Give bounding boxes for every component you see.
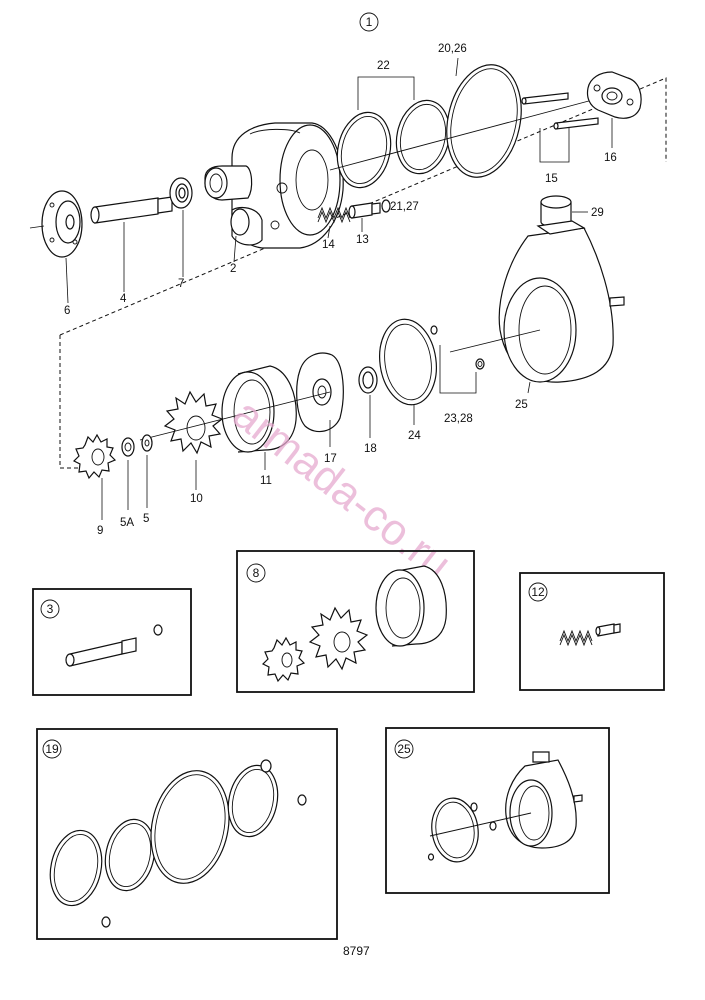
- callout-13: 13: [356, 234, 369, 246]
- part-small-o-ring: [381, 199, 391, 213]
- callout-4: 4: [120, 293, 127, 305]
- callout-leaders: [65, 210, 363, 304]
- callout-10: 10: [190, 493, 203, 505]
- part-pressure-plate: [296, 352, 344, 447]
- part-reservoir: [449, 220, 625, 394]
- part-dowel-pins: [521, 92, 599, 163]
- callout-labels: 22 20,26 16 15 21,27 29 13 14 2 4 7 6 25…: [64, 43, 617, 537]
- callout-2: 2: [230, 263, 236, 275]
- callout-5: 5: [143, 513, 149, 525]
- axis-line-top: [329, 97, 601, 171]
- kit-box-19: 19: [36, 728, 338, 940]
- watermark: armada-co.ru: [224, 389, 460, 589]
- callout-15: 15: [545, 173, 558, 185]
- callout-16: 16: [604, 152, 617, 164]
- callout-25: 25: [515, 399, 528, 411]
- callout-5a: 5A: [120, 517, 134, 529]
- callout-17: 17: [324, 453, 337, 465]
- part-shaft: [90, 196, 173, 224]
- part-pump-housing: [204, 122, 344, 249]
- part-snap-ring: [379, 318, 437, 425]
- svg-text:19: 19: [45, 742, 59, 756]
- callout-21-27: 21,27: [390, 201, 419, 213]
- part-end-cover: [29, 190, 83, 258]
- part-bearing: [169, 177, 193, 209]
- svg-text:8: 8: [253, 566, 260, 580]
- svg-text:3: 3: [47, 602, 54, 616]
- part-large-o-ring: [446, 57, 522, 178]
- callout-6: 6: [64, 305, 70, 317]
- callout-29: 29: [591, 207, 604, 219]
- kit-box-12: 12: [519, 572, 665, 691]
- part-valve-plunger: [348, 202, 381, 219]
- callout-24: 24: [408, 430, 421, 442]
- callout-22: 22: [377, 60, 390, 72]
- assembly-number-badge: 1: [359, 12, 379, 32]
- part-shaft-seal: [358, 366, 378, 438]
- callout-14: 14: [322, 239, 335, 251]
- kit-box-3: 3: [32, 588, 192, 696]
- part-washers: [121, 434, 153, 510]
- part-valve-spring: [317, 206, 351, 224]
- kit-box-8: 8: [236, 550, 475, 693]
- part-small-seals: [430, 325, 485, 394]
- part-flange: [586, 71, 642, 148]
- callout-23-28: 23,28: [444, 413, 473, 425]
- callout-9: 9: [97, 525, 103, 537]
- part-vane-rotor: [163, 390, 224, 490]
- part-cam-ring: [221, 365, 297, 470]
- callout-20-26: 20,26: [438, 43, 467, 55]
- part-o-ring-pair: [336, 76, 451, 189]
- part-drive-gear: [72, 433, 117, 520]
- svg-text:25: 25: [397, 742, 411, 756]
- callout-18: 18: [364, 443, 377, 455]
- callout-7: 7: [178, 278, 184, 290]
- svg-text:12: 12: [531, 585, 545, 599]
- svg-text:1: 1: [366, 15, 373, 29]
- kit-box-25: 25: [385, 727, 610, 894]
- axis-line-bottom: [139, 391, 331, 441]
- figure-number: 8797: [343, 944, 370, 958]
- callout-11: 11: [260, 475, 272, 487]
